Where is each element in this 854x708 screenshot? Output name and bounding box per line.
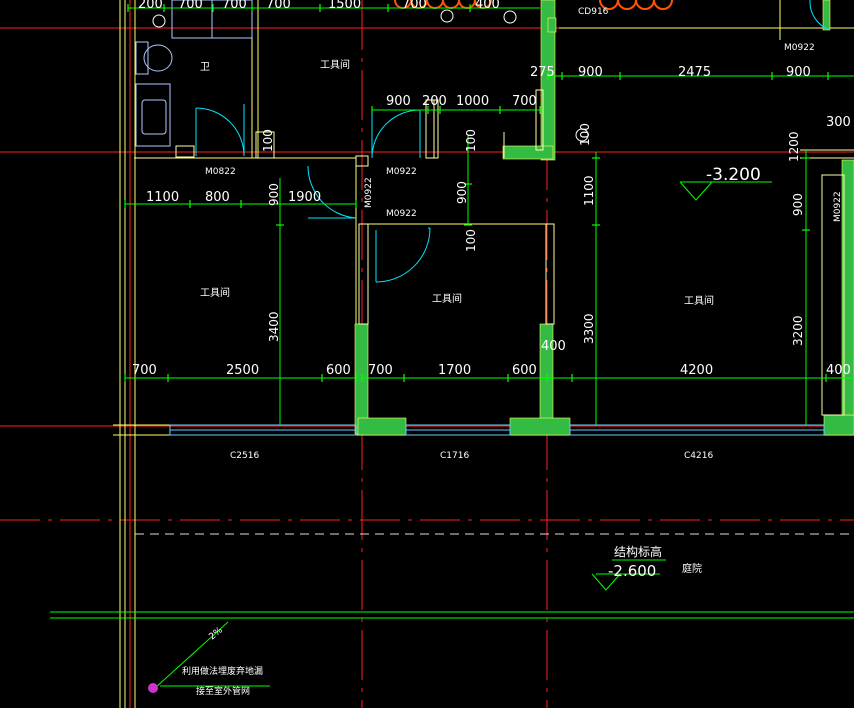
dim-v-1200: 1200 (787, 131, 801, 162)
dim-top-700-a: 700 (178, 0, 203, 12)
dimension-lines (50, 7, 854, 689)
elevation-floor: -3.200 (706, 165, 761, 185)
dim-4200-br: 4200 (680, 363, 713, 378)
door-label-mid-lower: M0922 (386, 209, 417, 219)
dim-400-br: 400 (826, 363, 851, 378)
dim-2500-bl: 2500 (226, 363, 259, 378)
dim-v-1100: 1100 (582, 175, 596, 206)
elevation-structure: -2.600 (608, 562, 656, 580)
dim-2475: 2475 (678, 65, 711, 80)
dim-300: 300 (826, 115, 851, 130)
dimension-ticks (124, 4, 829, 382)
dim-v-3400: 3400 (267, 311, 281, 342)
door-label-mid-top: M0922 (386, 167, 417, 177)
dim-800-lt: 800 (205, 190, 230, 205)
fixture-circles (152, 9, 589, 142)
dim-200-mt: 200 (422, 94, 447, 109)
pipe-symbols (394, 0, 673, 10)
courtyard-label: 庭院 (682, 562, 702, 575)
door-label-mid-vertical: M0922 (364, 177, 374, 208)
dim-700-bl: 700 (132, 363, 157, 378)
note-line-1: 利用做法埋废弃地漏 (182, 665, 263, 677)
dim-600-bl: 600 (326, 363, 351, 378)
dim-v-900-c: 900 (791, 193, 805, 216)
dim-1900-lt: 1900 (288, 190, 321, 205)
room-label-toilet: 卫 (200, 62, 210, 73)
door-label-top-right: M0922 (784, 43, 815, 53)
dim-top-700-c: 700 (266, 0, 291, 12)
dim-1700-bm: 1700 (438, 363, 471, 378)
dim-900-ur-b: 900 (786, 65, 811, 80)
toilet-fixtures (135, 0, 253, 147)
door-label-right-vertical: M0922 (833, 191, 843, 222)
dim-v-3200: 3200 (791, 315, 805, 346)
door-swings (195, 0, 831, 283)
dim-v-100-b: 100 (464, 129, 478, 152)
dim-600-bm: 600 (512, 363, 537, 378)
windows (169, 424, 825, 436)
elevation-markers (591, 181, 713, 591)
dim-top-700-b: 700 (222, 0, 247, 12)
door-label-left: M0822 (205, 167, 236, 177)
structure-elevation-label: 结构标高 (614, 544, 662, 559)
room-label-tool-mid: 工具间 (432, 292, 462, 305)
dim-v-100-d: 100 (578, 123, 592, 146)
dim-700-mt: 700 (512, 94, 537, 109)
dim-1100-lt: 1100 (146, 190, 179, 205)
dim-top-200: 200 (138, 0, 163, 12)
dim-top-700-d: 700 (402, 0, 427, 12)
dim-top-1500: 1500 (328, 0, 361, 12)
dim-1000-mt: 1000 (456, 94, 489, 109)
dim-v-100-a: 100 (261, 129, 275, 152)
dim-v-100-c: 100 (464, 229, 478, 252)
window-label-left: C2516 (230, 451, 259, 461)
window-label-mid: C1716 (440, 451, 469, 461)
dim-top-400: 400 (475, 0, 500, 12)
dim-v-900-b: 900 (455, 181, 469, 204)
drain-marker (148, 683, 158, 693)
slope-label: 2% (208, 625, 226, 642)
walls-filled (354, 0, 854, 436)
dim-v-900-a: 900 (267, 183, 281, 206)
note-line-2: 接至室外管网 (196, 685, 250, 697)
dim-275: 275 (530, 65, 555, 80)
window-label-right: C4216 (684, 451, 713, 461)
dim-400-mid: 400 (541, 339, 566, 354)
dim-v-3300: 3300 (582, 313, 596, 344)
dim-700-bm: 700 (368, 363, 393, 378)
dim-900-mt: 900 (386, 94, 411, 109)
room-label-tool-top: 工具间 (320, 58, 350, 71)
dim-900-ur-a: 900 (578, 65, 603, 80)
room-label-tool-right: 工具间 (684, 294, 714, 307)
room-label-tool-left: 工具间 (200, 286, 230, 299)
door-label-cd916: CD916 (578, 7, 609, 17)
